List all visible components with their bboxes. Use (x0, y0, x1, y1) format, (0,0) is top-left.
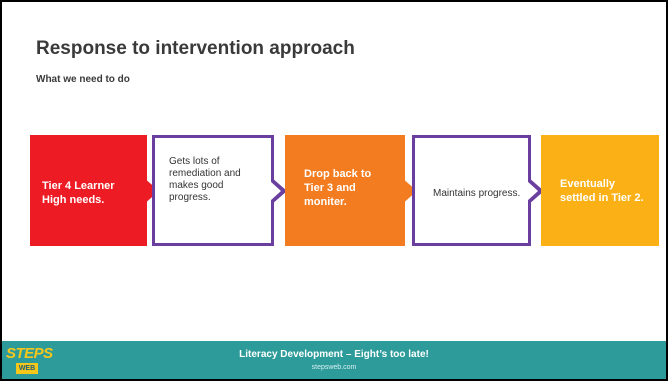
step-text-line: remediation and (169, 168, 241, 179)
step-text-line: Maintains progress. (433, 188, 521, 199)
step-text-line: Drop back to (304, 168, 372, 180)
step-text-line: Tier 4 Learner (42, 180, 115, 192)
step-text-line: progress. (169, 192, 211, 203)
step-text-line: Tier 3 and (304, 182, 356, 194)
logo-sub: WEB (16, 363, 38, 374)
step-text-line: Eventually (560, 178, 616, 190)
slide-title: Response to intervention approach (36, 38, 355, 59)
logo-text: STEPS (6, 345, 53, 362)
step-text-line: makes good (169, 180, 224, 191)
footer-title: Literacy Development – Eight’s too late! (239, 349, 429, 360)
step-remediation: Gets lots of remediation and makes good … (152, 135, 274, 246)
step-text-line: settled in Tier 2. (560, 192, 644, 204)
step-tier4-learner: Tier 4 Learner High needs. (30, 135, 147, 246)
footer-url: stepsweb.com (311, 364, 357, 371)
arrow-chevron-inner (270, 181, 281, 201)
step-text-line: High needs. (42, 194, 105, 206)
step-text-line: Gets lots of (169, 156, 220, 167)
slide-subtitle: What we need to do (36, 74, 130, 85)
step-text-line: moniter. (304, 196, 347, 208)
slide-footer: STEPS WEB Literacy Development – Eight’s… (2, 341, 666, 379)
step-settled-tier2: Eventually settled in Tier 2. (541, 135, 659, 246)
step-maintains-progress: Maintains progress. (412, 135, 531, 246)
stepsweb-logo: STEPS WEB (6, 345, 53, 375)
step-drop-back-tier3: Drop back to Tier 3 and moniter. (285, 135, 405, 246)
arrow-chevron-inner (527, 181, 538, 201)
